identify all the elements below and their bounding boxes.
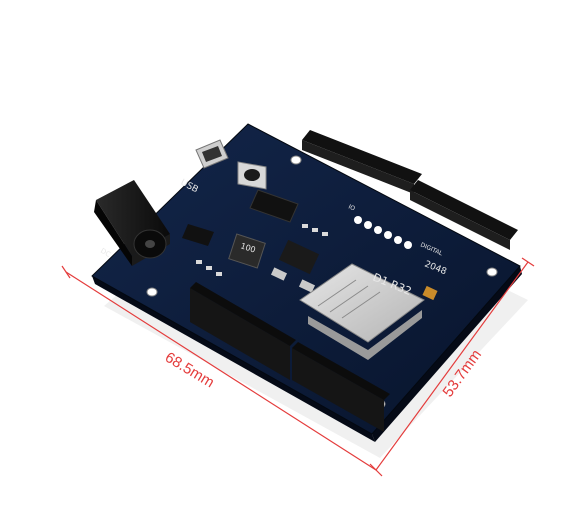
dc-label: DC — [99, 247, 112, 259]
dc-power-jack — [94, 180, 170, 266]
dimension-height — [375, 257, 535, 471]
digital-pin-pads — [354, 216, 412, 249]
reset-button — [237, 161, 267, 190]
pcb-board — [91, 123, 521, 435]
esp32-module — [299, 263, 425, 360]
smd-components — [182, 189, 438, 301]
io-label: IO — [347, 203, 356, 212]
inductor-label: 100 — [239, 241, 256, 254]
pcb-edge-front — [92, 276, 375, 442]
pcb-edge-right — [372, 266, 522, 442]
micro-usb-port — [195, 139, 229, 169]
header-top — [302, 130, 518, 250]
header-bottom — [190, 282, 390, 432]
